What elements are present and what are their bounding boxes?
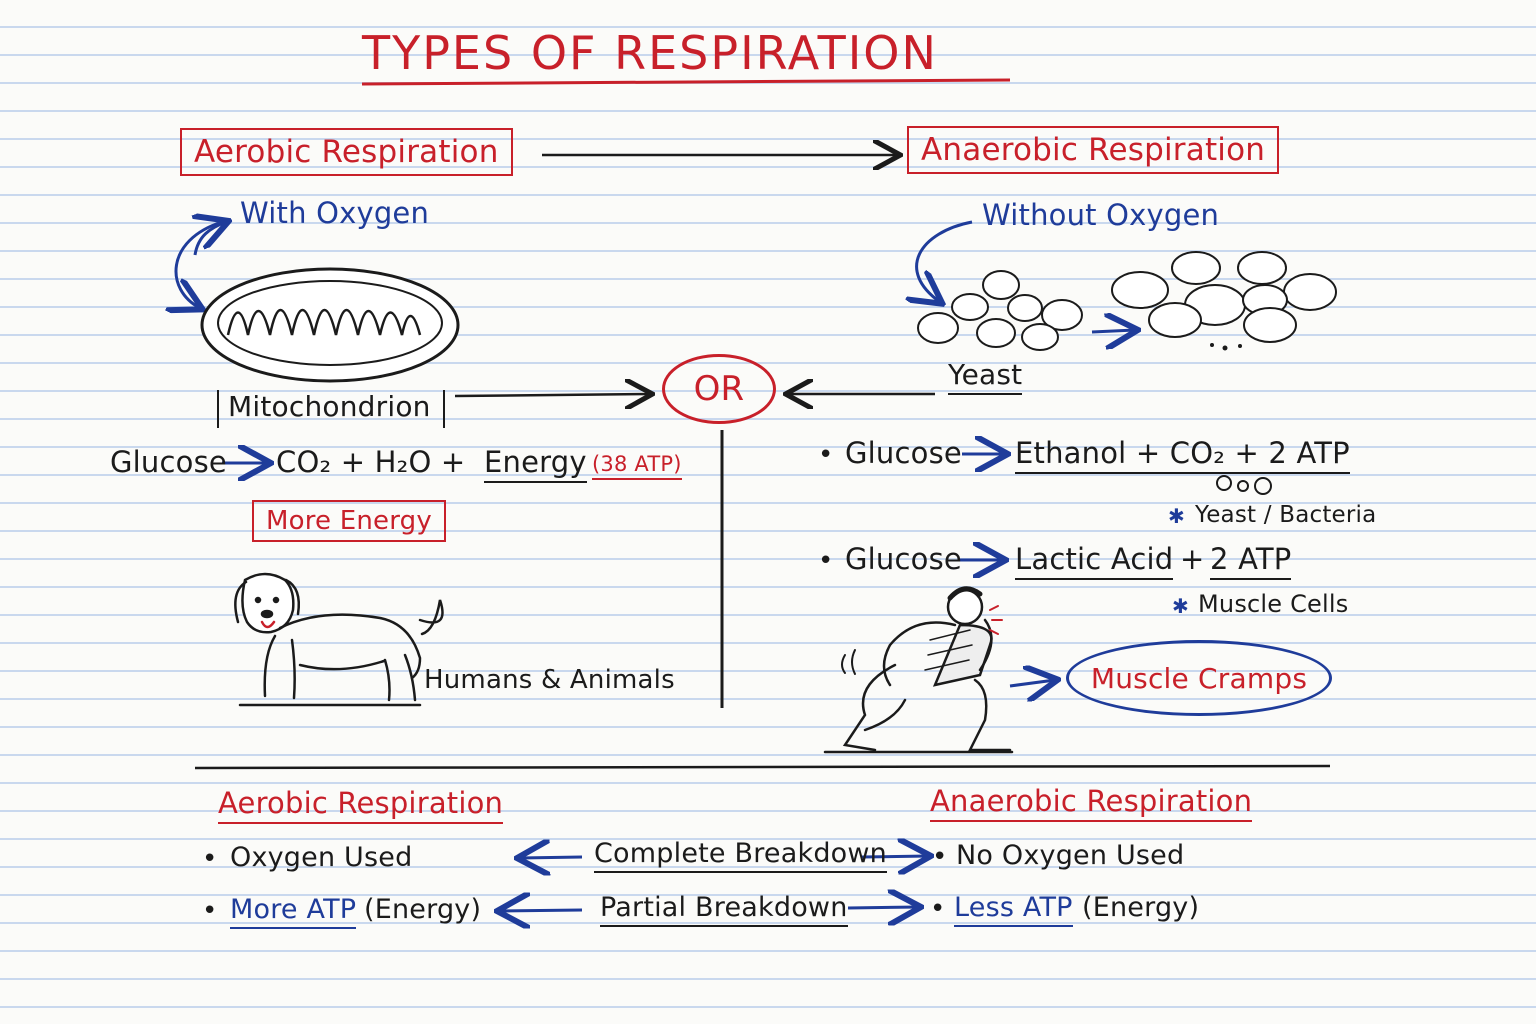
partial-right-arrow: [847, 907, 918, 908]
complete-left-arrow: [520, 857, 583, 858]
aerobic-heading: Aerobic Respiration: [180, 128, 513, 176]
yeast-bacteria-note: Yeast / Bacteria: [1195, 502, 1377, 528]
comparison-aerobic-heading: Aerobic Respiration: [218, 786, 504, 824]
lactic-eq-atp: 2 ATP: [1210, 542, 1292, 580]
bullet-dot: •: [202, 896, 218, 926]
anaerobic-less-atp: Less ATP: [954, 892, 1073, 927]
bottom-divider: [194, 764, 1331, 770]
mito-to-or-arrow: [454, 394, 650, 396]
asterisk-icon: ✱: [1168, 504, 1185, 528]
yeast-growth-arrow: [1091, 330, 1135, 332]
anaerobic-heading: Anaerobic Respiration: [907, 126, 1280, 174]
co2-bubbles-icon: [1216, 475, 1272, 495]
dog-icon: [234, 572, 444, 707]
page-title: TYPES OF RESPIRATION: [362, 26, 938, 80]
aerobic-more-atp: More ATP: [230, 894, 357, 929]
ethanol-eq-glucose: Glucose: [845, 436, 962, 470]
bullet-dot: •: [930, 894, 946, 924]
humans-animals-label: Humans & Animals: [424, 665, 675, 695]
partial-breakdown-label: Partial Breakdown: [600, 892, 848, 927]
or-circle: OR: [662, 354, 776, 424]
bullet-dot: •: [202, 844, 218, 874]
aerobic-eq-atp: (38 ATP): [592, 452, 682, 480]
aerobic-oxygen-used: Oxygen Used: [230, 842, 413, 873]
without-oxygen-curve-arrow: [917, 220, 973, 302]
title-underline: [361, 78, 1011, 86]
muscle-cramps-oval: Muscle Cramps: [1066, 640, 1332, 716]
yeast-label: Yeast: [948, 358, 1023, 395]
partial-left-arrow: [500, 910, 583, 911]
with-oxygen-curve-arrow: [176, 220, 223, 308]
bullet-dot: •: [818, 440, 834, 470]
aerobic-eq-products: CO₂ + H₂O +: [276, 445, 466, 479]
more-energy-box: More Energy: [252, 500, 446, 542]
mitochondrion-icon: [200, 267, 460, 383]
yeast-budding-icon: [1111, 251, 1337, 343]
aerobic-energy-note: (Energy): [364, 894, 482, 925]
with-oxygen-label: With Oxygen: [240, 196, 430, 230]
ethanol-eq-products: Ethanol + CO₂ + 2 ATP: [1015, 436, 1350, 474]
complete-breakdown-label: Complete Breakdown: [594, 838, 887, 873]
bullet-dot: •: [818, 546, 834, 576]
yeast-cells-icon: [917, 270, 1083, 351]
lactic-eq-glucose: Glucose: [845, 542, 962, 576]
without-oxygen-label: Without Oxygen: [982, 198, 1220, 232]
comparison-anaerobic-heading: Anaerobic Respiration: [930, 784, 1253, 822]
mitochondrion-label: Mitochondrion: [228, 390, 431, 423]
anaerobic-energy-note: (Energy): [1082, 892, 1200, 923]
anaerobic-no-oxygen: No Oxygen Used: [956, 840, 1185, 871]
lactic-eq-lactic: Lactic Acid: [1015, 542, 1174, 580]
muscle-cells-note: Muscle Cells: [1198, 590, 1349, 618]
complete-right-arrow: [861, 856, 928, 857]
asterisk-icon: ✱: [1172, 594, 1189, 618]
with-oxygen-curve-arrow-head2: [195, 222, 226, 256]
bullet-dot: •: [932, 842, 948, 872]
aerobic-eq-energy: Energy: [484, 445, 587, 483]
lactic-eq-plus: +: [1180, 542, 1205, 576]
cramp-arrow: [1009, 680, 1055, 686]
runner-cramp-icon: [823, 586, 1014, 754]
aerobic-eq-glucose: Glucose: [110, 445, 227, 479]
